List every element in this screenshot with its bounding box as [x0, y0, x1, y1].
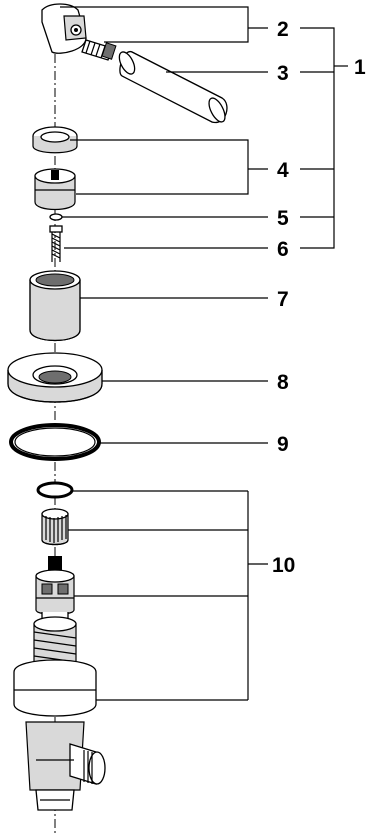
leader-lines — [60, 6, 348, 701]
part-cap-ring — [32, 126, 78, 154]
part-handle-rod — [118, 51, 228, 124]
part-spindle-adapter — [34, 168, 76, 211]
part-rosette — [7, 352, 103, 403]
part-valve-body — [13, 616, 106, 811]
callout-2: 2 — [277, 18, 289, 41]
part-small-o-ring — [36, 481, 74, 499]
part-washer — [49, 213, 63, 221]
callout-10: 10 — [272, 554, 295, 577]
callout-3: 3 — [277, 62, 289, 85]
callout-1: 1 — [354, 56, 366, 79]
part-screw — [49, 225, 63, 262]
callout-7: 7 — [277, 288, 289, 311]
callout-4: 4 — [277, 159, 289, 182]
callout-6: 6 — [277, 238, 289, 261]
callout-5: 5 — [277, 207, 289, 230]
part-splined-adapter — [41, 508, 69, 546]
part-cover-sleeve — [29, 270, 81, 341]
part-set-screw — [81, 39, 117, 61]
callout-8: 8 — [277, 371, 289, 394]
part-large-o-ring — [9, 423, 101, 461]
part-lever-elbow — [41, 3, 87, 54]
callout-9: 9 — [277, 433, 289, 456]
